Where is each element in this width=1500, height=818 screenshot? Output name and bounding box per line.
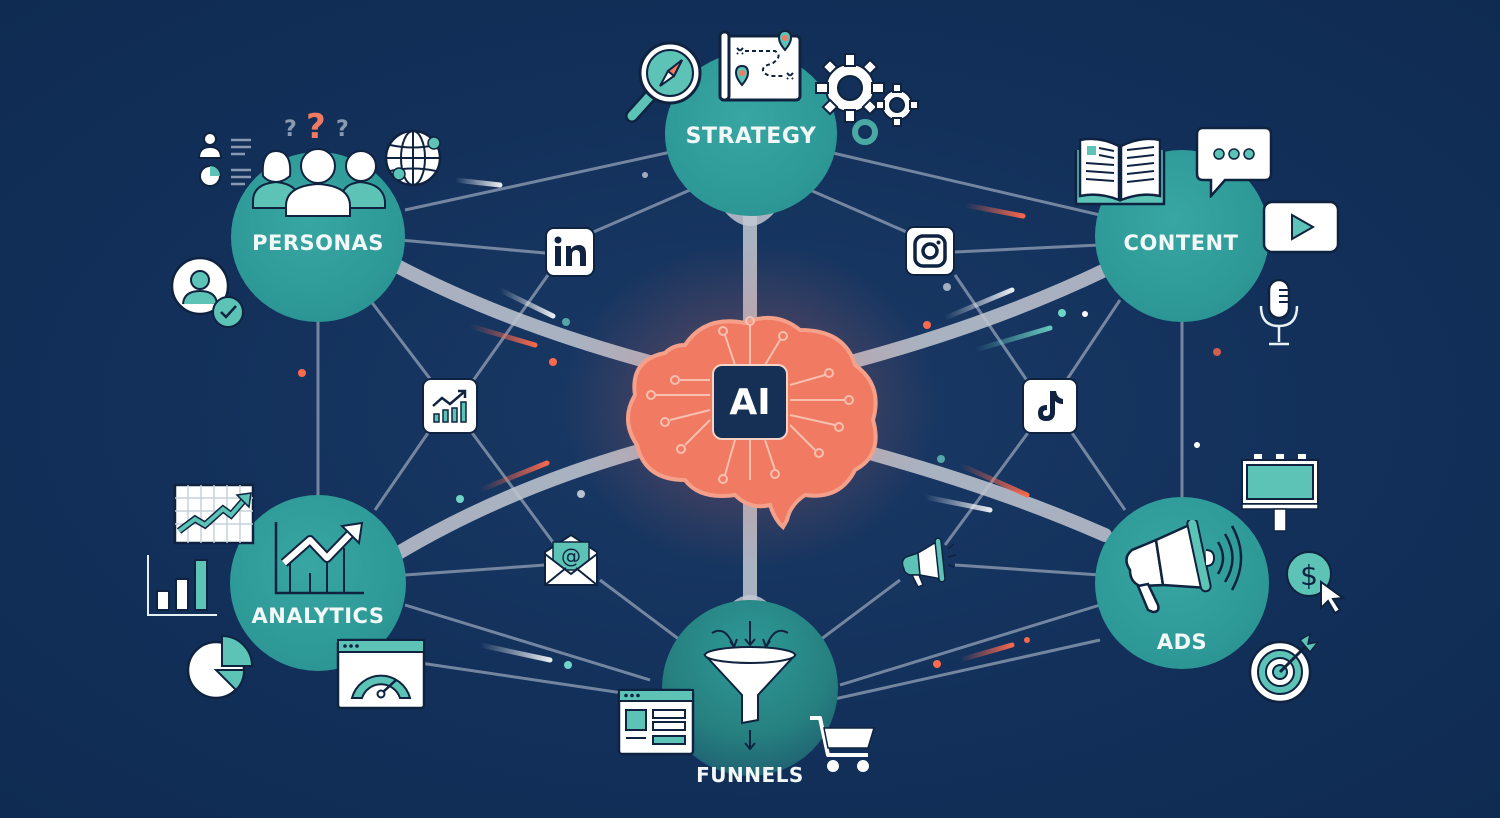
- node-ads-label: ADS: [1156, 630, 1208, 654]
- question-marks-icon: ? ? ?: [284, 107, 349, 144]
- video-play-icon: [1262, 200, 1340, 254]
- svg-text:?: ?: [336, 117, 349, 142]
- pie-chart-icon: [186, 634, 254, 700]
- landing-page-icon: [617, 688, 695, 756]
- svg-text:?: ?: [306, 107, 326, 144]
- svg-text:?: ?: [284, 117, 297, 142]
- shopping-cart-icon: [810, 716, 876, 772]
- magnifier-compass-icon: [625, 41, 702, 123]
- gears-icon: [815, 53, 919, 145]
- tiktok-icon: [1038, 391, 1063, 421]
- bar-chart-icon: [147, 555, 217, 616]
- gauge-dashboard-icon: [336, 638, 426, 710]
- chat-bubble-icon: [1195, 126, 1273, 198]
- microphone-icon: [1259, 278, 1299, 346]
- node-content-label: CONTENT: [1123, 231, 1239, 255]
- growth-chart-icon: [432, 389, 467, 423]
- svg-text:@: @: [561, 544, 581, 568]
- trend-arrow-chart-icon: [274, 521, 364, 595]
- node-personas-label: PERSONAS: [252, 231, 384, 255]
- pay-per-click-icon: $: [1286, 551, 1346, 615]
- node-funnels-label: FUNNELS: [696, 763, 804, 787]
- node-analytics-label: ANALYTICS: [251, 604, 385, 628]
- node-strategy-label: STRATEGY: [685, 124, 817, 149]
- billboard-icon: [1241, 454, 1319, 532]
- line-chart-grid-icon: [173, 483, 255, 545]
- target-icon: [1248, 632, 1320, 704]
- treasure-map-icon: [718, 29, 802, 102]
- user-profile-list-icon: [197, 132, 251, 187]
- user-verified-icon: [170, 256, 244, 328]
- linkedin-icon: [554, 236, 586, 266]
- channel-linkedin[interactable]: [545, 227, 595, 277]
- instagram-icon: [913, 234, 947, 268]
- funnel-icon: [703, 621, 797, 751]
- ai-chip: AI: [712, 364, 788, 440]
- open-book-icon: [1074, 137, 1166, 206]
- svg-text:$: $: [1300, 559, 1318, 592]
- channel-growth-chart[interactable]: [422, 378, 478, 434]
- globe-network-icon: [384, 129, 442, 187]
- people-group-icon: [252, 148, 386, 217]
- ai-label: AI: [729, 381, 771, 423]
- channel-instagram[interactable]: [905, 226, 955, 276]
- megaphone-small-icon[interactable]: [898, 535, 958, 591]
- channel-tiktok[interactable]: [1022, 378, 1078, 434]
- megaphone-icon: [1125, 520, 1243, 614]
- email-icon[interactable]: @: [542, 532, 600, 588]
